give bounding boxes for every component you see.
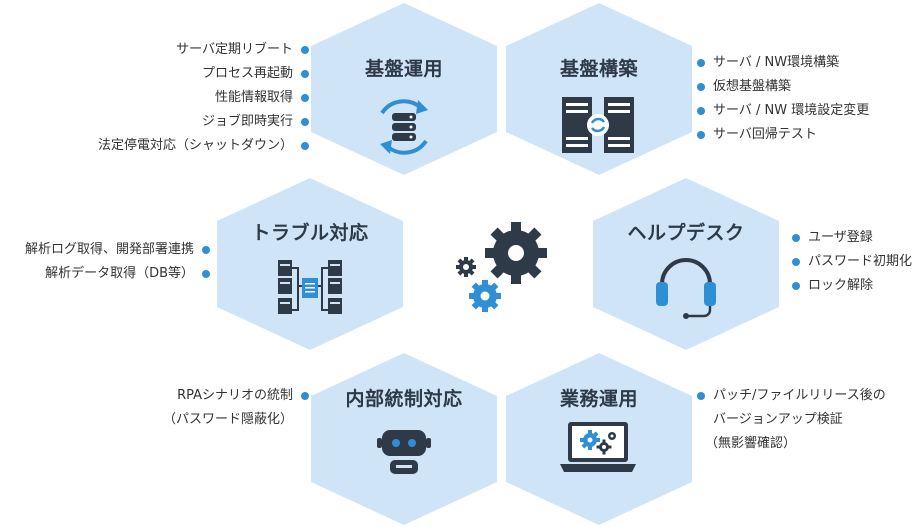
list-gyomu: パッチ/ファイルリリース後の バージョンアップ検証 （無影響確認）: [697, 384, 886, 456]
network-servers-icon: [278, 260, 342, 314]
database-sync-icon: [380, 99, 428, 155]
bullet-dot: [301, 94, 309, 102]
bullet-dot: [301, 46, 309, 54]
list-item: ロック解除: [792, 274, 912, 298]
bullet-dot: [792, 282, 800, 290]
list-trouble: 解析ログ取得、開発部署連携 解析データ取得（DB等）: [25, 238, 210, 286]
bullet-dot: [301, 70, 309, 78]
list-item: パッチ/ファイルリリース後の: [697, 384, 886, 408]
headset-icon: [656, 258, 716, 319]
list-item: パスワード初期化: [792, 250, 912, 274]
bullet-dot: [792, 258, 800, 266]
list-item: RPAシナリオの統制: [163, 384, 309, 408]
title-kiban-unyo: 基盤運用: [364, 58, 444, 80]
hex-trouble: [217, 178, 403, 350]
bullet-dot: [697, 392, 705, 400]
list-item: ジョブ即時実行: [98, 110, 309, 134]
list-item-continuation: （無影響確認）: [705, 436, 797, 451]
list-kiban-unyo: サーバ定期リブート プロセス再起動 性能情報取得 ジョブ即時実行 法定停電対応（…: [98, 38, 309, 158]
list-item: サーバ / NW環境構築: [697, 51, 869, 75]
list-item: サーバ定期リブート: [98, 38, 309, 62]
bullet-dot: [301, 392, 309, 400]
bullet-dot: [697, 107, 705, 115]
bullet-dot: [697, 59, 705, 67]
title-gyomu: 業務運用: [559, 388, 639, 410]
hex-kiban-kochiku: [506, 3, 692, 175]
list-kiban-kochiku: サーバ / NW環境構築 仮想基盤構築 サーバ / NW 環境設定変更 サーバ回…: [697, 51, 869, 147]
bullet-dot: [202, 270, 210, 278]
list-item: 法定停電対応（シャットダウン）: [98, 134, 309, 158]
list-item: プロセス再起動: [98, 62, 309, 86]
list-item: 性能情報取得: [98, 86, 309, 110]
title-trouble: トラブル対応: [251, 222, 369, 244]
bullet-dot: [697, 131, 705, 139]
title-naibu: 内部統制対応: [345, 388, 463, 410]
hex-helpdesk: [593, 178, 779, 350]
list-item: 解析データ取得（DB等）: [25, 262, 210, 286]
title-helpdesk: ヘルプデスク: [627, 222, 745, 244]
bullet-dot: [792, 234, 800, 242]
list-item: サーバ回帰テスト: [697, 123, 869, 147]
bullet-dot: [301, 118, 309, 126]
title-kiban-kochiku: 基盤構築: [559, 58, 639, 80]
hex-kiban-unyo: [311, 3, 497, 175]
list-item: 解析ログ取得、開発部署連携: [25, 238, 210, 262]
list-item: 仮想基盤構築: [697, 75, 869, 99]
list-item-continuation: （パスワード隠蔽化）: [162, 412, 293, 427]
list-helpdesk: ユーザ登録 パスワード初期化 ロック解除: [792, 226, 912, 298]
list-item: ユーザ登録: [792, 226, 912, 250]
list-item: サーバ / NW 環境設定変更: [697, 99, 869, 123]
laptop-gears-icon: [560, 422, 636, 472]
server-rack-icon: [562, 97, 634, 153]
bullet-dot: [301, 142, 309, 150]
list-naibu: RPAシナリオの統制 （パスワード隠蔽化）: [163, 384, 309, 432]
robot-icon: [377, 430, 431, 474]
bullet-dot: [697, 83, 705, 91]
gears-icon: [456, 222, 547, 312]
list-item-continuation: バージョンアップ検証: [713, 412, 843, 427]
bullet-dot: [202, 246, 210, 254]
